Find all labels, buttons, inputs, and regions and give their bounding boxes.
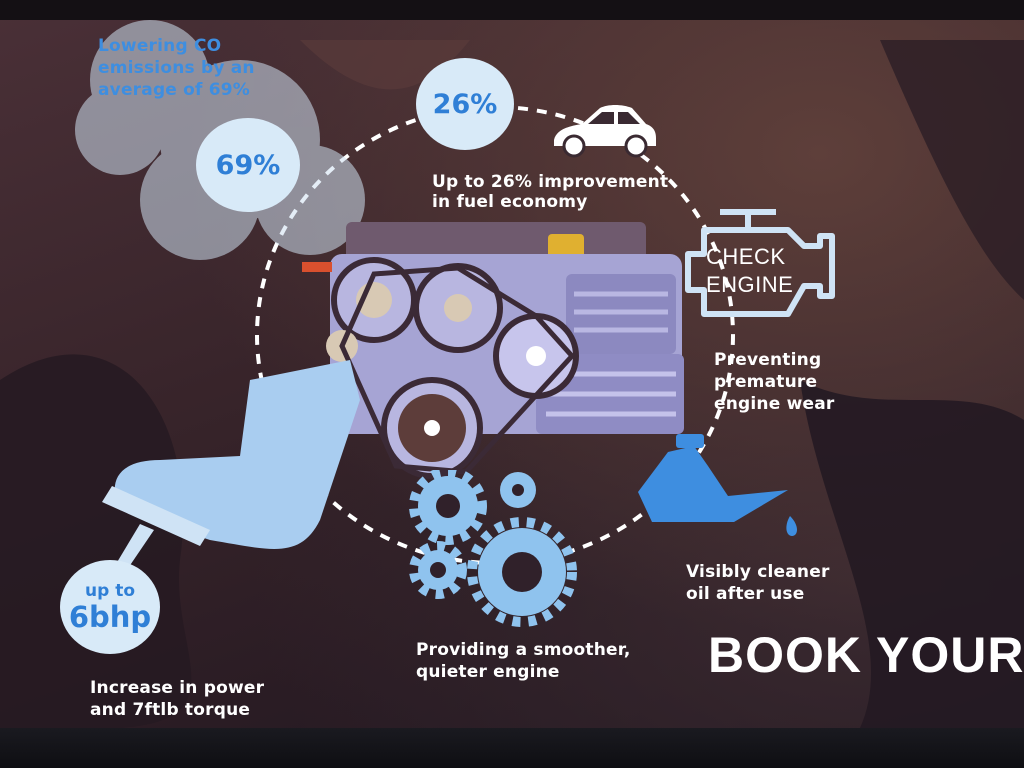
check-engine-icon — [685, 209, 835, 317]
co-caption-line3: average of 69% — [98, 80, 251, 100]
car-icon — [554, 105, 656, 158]
poster-bottom-edge — [0, 728, 1024, 768]
power-caption-line2: and 7ftlb torque — [90, 700, 251, 720]
power-prefix: up to — [85, 580, 135, 601]
co-value-badge: 69% — [196, 118, 300, 212]
wear-caption-line1: Preventing — [714, 350, 822, 370]
wear-caption-line2: premature — [714, 372, 818, 392]
fuel-value-badge: 26% — [416, 58, 514, 150]
co-caption-line2: emissions by an — [98, 58, 255, 78]
oil-can-icon — [638, 434, 797, 536]
boot-pedal-icon — [102, 360, 360, 580]
fuel-caption-line1: Up to 26% improvement — [432, 172, 669, 192]
book-cta-text: BOOK YOUR — [708, 627, 1024, 683]
smoother-caption-line1: Providing a smoother, — [416, 640, 631, 660]
poster-top-edge — [0, 0, 1024, 20]
fuel-caption-line2: in fuel economy — [432, 192, 588, 212]
power-caption-line1: Increase in power — [90, 678, 265, 698]
check-engine-line2: ENGINE — [706, 272, 794, 297]
power-value: 6bhp — [68, 599, 152, 634]
oil-caption-line2: oil after use — [686, 584, 805, 604]
smoother-caption-line2: quieter engine — [416, 662, 560, 682]
gear-icon — [409, 470, 577, 627]
check-engine-line1: CHECK — [706, 244, 786, 269]
wear-caption-line3: engine wear — [714, 394, 835, 414]
co-caption-line1: Lowering CO — [98, 36, 222, 56]
power-value-badge: up to 6bhp — [60, 560, 160, 654]
engine-icon — [302, 222, 684, 479]
oil-caption-line1: Visibly cleaner — [686, 562, 830, 582]
